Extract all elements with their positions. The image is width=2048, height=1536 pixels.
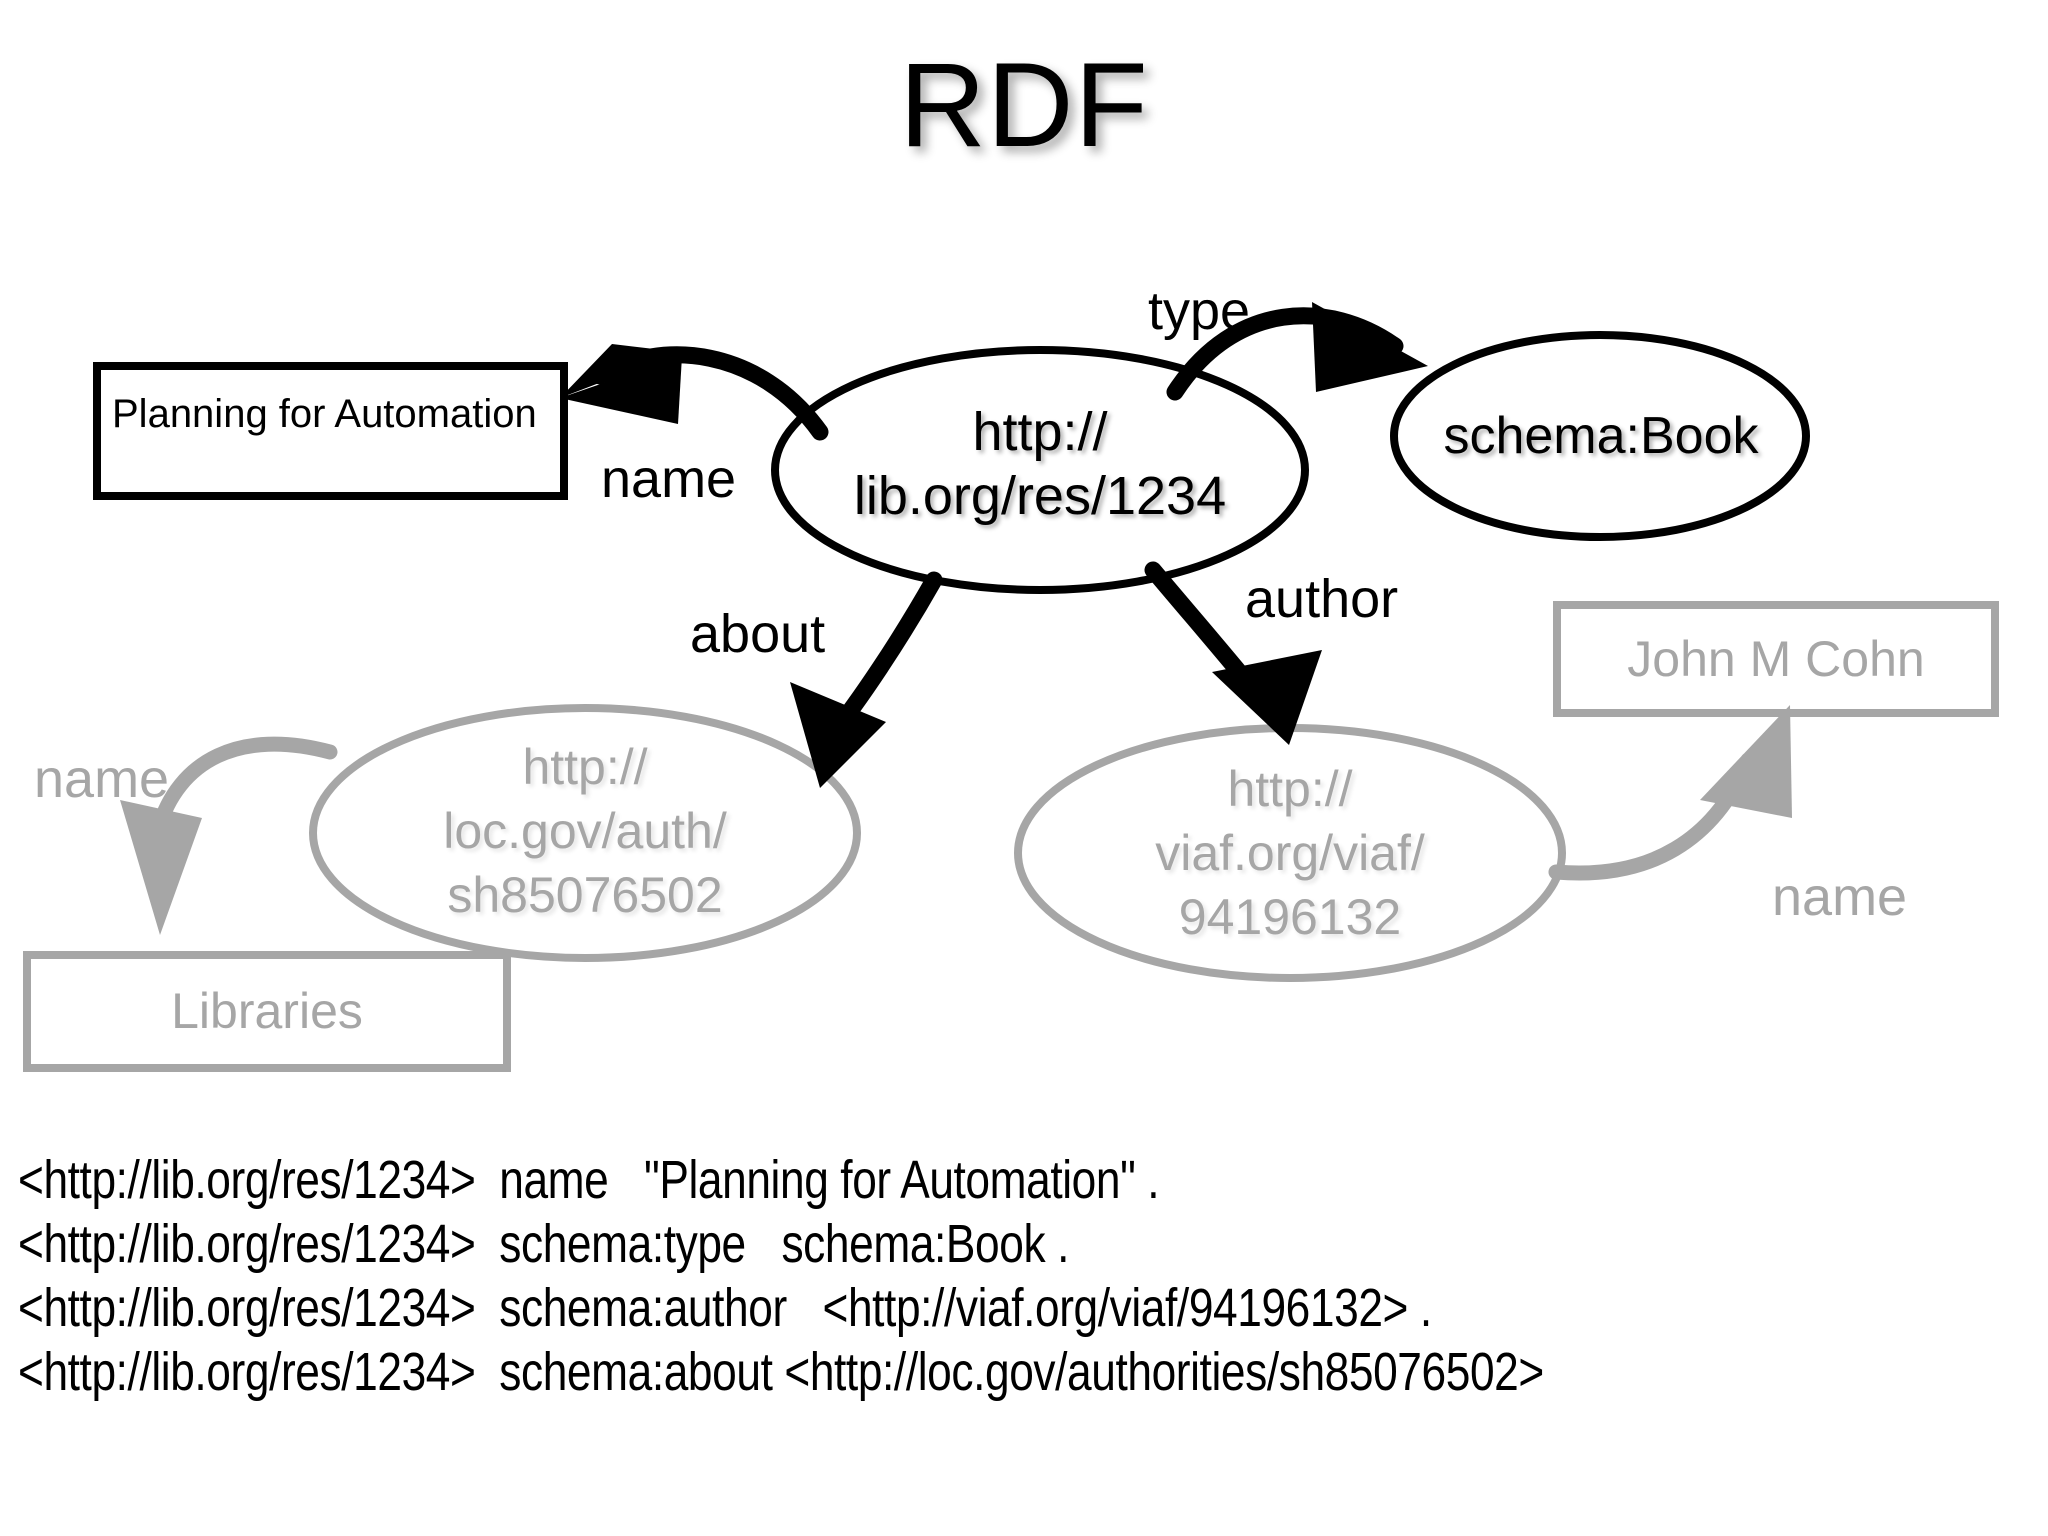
triple-line: <http://lib.org/res/1234> schema:author … [18, 1278, 1432, 1338]
node-class-schema-book[interactable] [1390, 331, 1810, 541]
edge-name-to-literal [560, 344, 829, 441]
triple-line: <http://lib.org/res/1234> schema:type sc… [18, 1214, 1070, 1274]
node-literal-libraries[interactable] [23, 951, 511, 1072]
node-literal-john-m-cohn[interactable] [1553, 601, 1999, 717]
edge-author-name-to-john [1548, 705, 1792, 881]
node-resource-lib-org[interactable] [771, 346, 1309, 594]
node-subject-loc-gov[interactable] [309, 704, 861, 962]
node-author-viaf[interactable] [1014, 724, 1566, 982]
page-title: RDF [899, 38, 1149, 172]
triple-line: <http://lib.org/res/1234> name "Planning… [18, 1150, 1160, 1210]
triples-block: <http://lib.org/res/1234> name "Planning… [18, 1148, 2038, 1404]
edge-subject-name-to-libraries [120, 736, 338, 935]
edge-type-to-book [1166, 302, 1428, 401]
edge-about-to-subject [790, 571, 943, 788]
edge-author-to-viaf [1144, 561, 1322, 745]
node-literal-planning-for-automation[interactable] [93, 362, 568, 500]
triple-line: <http://lib.org/res/1234> schema:about <… [18, 1342, 1544, 1402]
